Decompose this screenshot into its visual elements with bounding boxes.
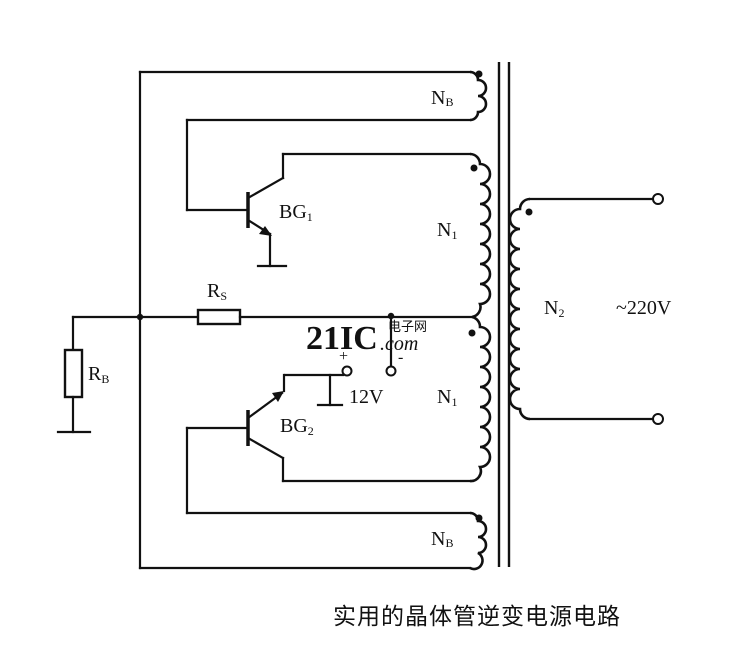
coil-nb-top bbox=[469, 70, 488, 122]
watermark-top-text: 电子网 bbox=[388, 319, 427, 334]
label-nb-top: NB bbox=[431, 87, 453, 109]
label-rb: RB bbox=[88, 363, 109, 386]
coil-n2 bbox=[508, 193, 664, 425]
label-nb-bottom: NB bbox=[431, 528, 453, 550]
figure-caption: 实用的晶体管逆变电源电路 bbox=[333, 604, 621, 630]
label-bg1: BG1 bbox=[279, 201, 313, 224]
coil-n1-top bbox=[469, 152, 492, 319]
label-rs: RS bbox=[207, 280, 227, 303]
coil-nb-bottom bbox=[469, 511, 488, 571]
coil-n1-bottom bbox=[468, 315, 492, 483]
watermark-bottom-text: .com bbox=[380, 333, 418, 355]
resistor-rs bbox=[136, 308, 474, 326]
label-supply-plus: + bbox=[339, 348, 348, 365]
transistor-bg1 bbox=[185, 118, 472, 268]
label-output-voltage: ~220V bbox=[616, 297, 672, 319]
resistor-rb bbox=[56, 315, 142, 434]
label-bg2: BG2 bbox=[280, 415, 314, 438]
label-n2: N2 bbox=[544, 297, 564, 320]
label-n1-top: N1 bbox=[437, 219, 457, 242]
label-n1-bottom: N1 bbox=[437, 386, 457, 409]
label-supply-voltage: 12V bbox=[349, 386, 384, 408]
supply-12v bbox=[283, 315, 397, 407]
watermark-logo: 21IC bbox=[306, 320, 378, 357]
transistor-bg2 bbox=[185, 373, 472, 515]
transformer-core bbox=[497, 62, 511, 567]
label-supply-minus: - bbox=[398, 349, 403, 366]
watermark: 21IC 电子网 .com bbox=[306, 319, 427, 357]
